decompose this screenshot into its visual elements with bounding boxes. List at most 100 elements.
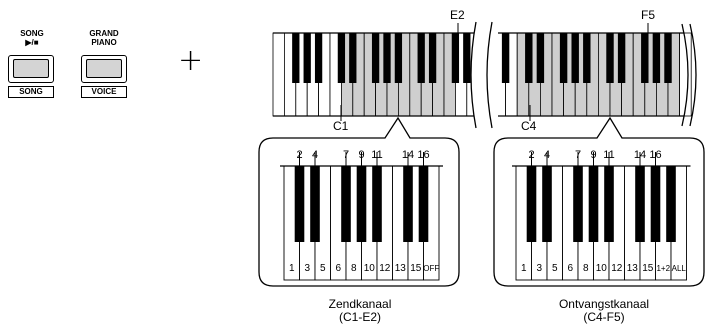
top-black-key (428, 33, 437, 83)
receive-black-key-label: 2 (528, 149, 534, 161)
send-black-key-label: 11 (371, 149, 382, 161)
receive-white-key-label: 1 (521, 263, 527, 274)
top-black-key (394, 33, 403, 83)
top-black-key (525, 33, 533, 83)
play-stop-symbol: ▶/■ (25, 38, 39, 47)
receive-black-key (588, 166, 599, 242)
top-black-key (463, 33, 471, 83)
send-white-key-label: 13 (395, 263, 407, 274)
send-black-key (403, 166, 413, 242)
plus-sign: + (178, 43, 204, 78)
send-white-key-label: 5 (320, 263, 326, 274)
break-line-end-1 (681, 23, 689, 127)
receive-caption-title: Ontvangstkanaal (558, 297, 650, 311)
receive-white-key-label: 8 (583, 263, 589, 274)
send-black-key-label: 2 (296, 149, 302, 161)
send-white-key-label: 8 (351, 263, 357, 274)
send-black-key-label: 14 (402, 149, 414, 161)
receive-black-key (542, 166, 552, 242)
receive-white-key-label: 3 (536, 263, 542, 274)
receive-black-key-label: 11 (603, 149, 614, 161)
receive-white-key-label: 10 (596, 263, 608, 274)
top-black-key (501, 33, 510, 83)
receive-black-key (526, 166, 537, 242)
marker-f5-label: F5 (641, 8, 656, 22)
top-black-key (606, 33, 614, 83)
send-white-key-label: 15 (410, 263, 422, 274)
grand-piano-button-caption: GRAND PIANO (80, 29, 128, 47)
top-black-key (337, 33, 346, 83)
receive-black-key-label: 9 (590, 149, 596, 161)
song-button-caption: SONG ▶/■ (12, 29, 52, 47)
receive-white-key-label: ALL (672, 264, 687, 273)
marker-c1-label: C1 (333, 119, 349, 133)
send-black-key (310, 166, 320, 242)
receive-white-key-label: 1+2 (656, 264, 670, 273)
top-keyboard-right-section (498, 32, 692, 117)
receive-black-key (650, 166, 661, 242)
top-keyboard-left-section (272, 32, 474, 117)
break-line-end-2 (689, 23, 697, 127)
send-white-key-label: 10 (364, 263, 376, 274)
marker-e2-label: E2 (450, 8, 465, 22)
receive-channel-caption: Ontvangstkanaal (C4-F5) (534, 298, 674, 324)
send-black-key-label: 7 (343, 149, 349, 161)
break-line-1 (470, 21, 477, 129)
receive-black-key-label: 7 (575, 149, 581, 161)
receive-black-key (666, 166, 676, 242)
send-white-key-label: 12 (379, 263, 391, 274)
top-white-key (272, 32, 285, 117)
receive-black-key-label: 16 (649, 149, 661, 161)
top-black-key (536, 33, 545, 83)
top-black-key (371, 33, 380, 83)
send-black-key-label: 4 (312, 149, 318, 161)
receive-white-key-label: 15 (642, 263, 654, 274)
receive-black-key-label: 4 (544, 149, 550, 161)
piano-caption-text: PIANO (91, 38, 117, 47)
song-caption-text: SONG (20, 29, 44, 38)
song-button-label: SONG (8, 86, 54, 98)
receive-white-key-label: 13 (627, 263, 639, 274)
top-black-key (417, 33, 425, 83)
top-black-key (664, 33, 672, 83)
receive-caption-range: (C4-F5) (583, 310, 625, 324)
send-white-key-label: 1 (289, 263, 295, 274)
top-black-key (617, 33, 626, 83)
top-black-key (383, 33, 391, 83)
marker-c4-label: C4 (521, 119, 537, 133)
top-keyboard-outline (273, 21, 697, 129)
top-black-key (583, 33, 591, 83)
receive-black-key (573, 166, 583, 242)
send-white-key-label: 3 (304, 263, 310, 274)
grand-piano-button[interactable] (81, 55, 127, 83)
send-black-key (341, 166, 351, 242)
receive-white-key-label: 12 (611, 263, 623, 274)
song-button[interactable] (8, 55, 54, 83)
send-white-key-label: 6 (335, 263, 341, 274)
top-black-key (303, 33, 311, 83)
voice-button-label: VOICE (81, 86, 127, 98)
top-black-key (451, 33, 460, 83)
send-caption-title: Zendkanaal (328, 297, 392, 311)
grand-caption-text: GRAND (89, 29, 119, 38)
top-black-key (571, 33, 579, 83)
send-white-key-label: OFF (423, 264, 439, 273)
song-button-face (13, 59, 49, 78)
send-black-key-label: 9 (358, 149, 364, 161)
grand-piano-button-face (86, 59, 122, 78)
range-markers (340, 23, 649, 121)
receive-black-key (604, 166, 614, 242)
top-black-key (314, 33, 323, 83)
send-black-key (372, 166, 382, 242)
top-white-key (679, 32, 692, 117)
send-channel-caption: Zendkanaal (C1-E2) (290, 298, 430, 324)
break-line-2 (486, 21, 493, 129)
send-black-key (294, 166, 305, 242)
receive-white-key-label: 6 (567, 263, 573, 274)
send-black-key (356, 166, 367, 242)
send-caption-range: (C1-E2) (338, 310, 381, 324)
send-black-key-label: 16 (417, 149, 429, 161)
